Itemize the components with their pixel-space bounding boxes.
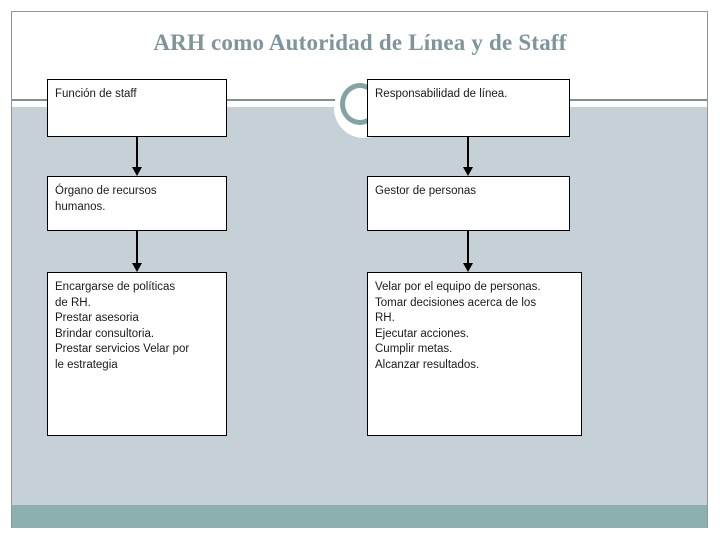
node-organo-de-recursos-humanos[interactable]: Órgano de recursos humanos. [47, 176, 227, 231]
arrow-down-icon [132, 137, 142, 176]
node-funciones-de-staff-lista[interactable]: Encargarse de políticas de RH. Prestar a… [47, 272, 227, 436]
node-gestor-de-personas[interactable]: Gestor de personas [367, 176, 570, 231]
node-funcion-de-staff[interactable]: Función de staff [47, 79, 227, 137]
node-funciones-de-linea-lista[interactable]: Velar por el equipo de personas. Tomar d… [367, 272, 582, 436]
arrow-down-icon [463, 137, 473, 176]
arrow-head-icon [132, 263, 142, 272]
arrow-head-icon [463, 167, 473, 176]
arrow-head-icon [132, 167, 142, 176]
page-title: ARH como Autoridad de Línea y de Staff [153, 30, 567, 55]
arrow-down-icon [463, 231, 473, 272]
arrow-down-icon [132, 231, 142, 272]
node-responsabilidad-de-linea[interactable]: Responsabilidad de línea. [367, 79, 570, 137]
footer-accent-bar [12, 505, 707, 528]
arrow-head-icon [463, 263, 473, 272]
